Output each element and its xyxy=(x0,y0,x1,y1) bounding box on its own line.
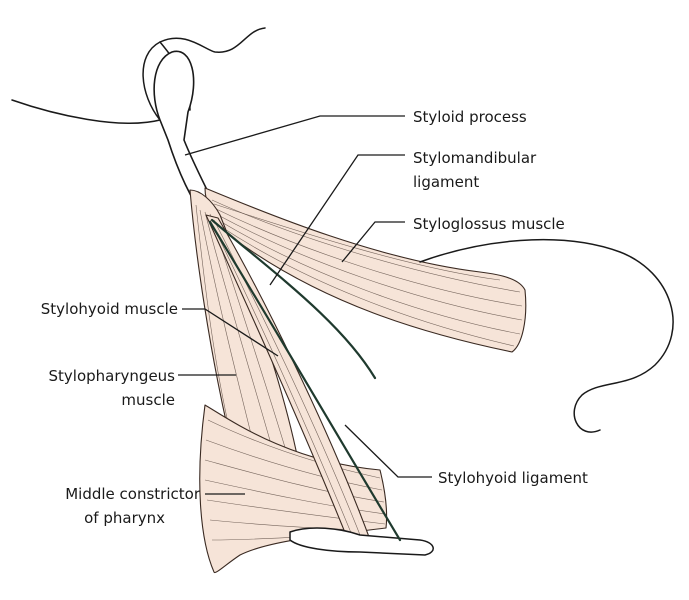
label-styloglossus: Styloglossus muscle xyxy=(413,215,565,233)
leader-stylohyoid-muscle xyxy=(182,308,279,357)
leader-styloid-process xyxy=(184,115,405,156)
hyoid-bone xyxy=(289,527,434,556)
skull-outline xyxy=(11,27,266,124)
label-stylomandibular-line1: Stylomandibular xyxy=(413,149,537,167)
leader-lines xyxy=(178,115,432,495)
leader-stylomandibular xyxy=(269,154,405,286)
label-stylopharyngeus-line2: muscle xyxy=(121,391,175,409)
label-middle-constrictor-line2: of pharynx xyxy=(84,509,165,527)
stylomandibular-ligament-shape xyxy=(210,218,377,380)
label-styloid-process: Styloid process xyxy=(413,108,527,126)
stylohyoid-ligament-shape xyxy=(208,220,402,542)
label-stylopharyngeus-line1: Stylopharyngeus xyxy=(49,367,176,385)
label-stylomandibular-line2: ligament xyxy=(413,173,479,191)
leader-styloglossus xyxy=(341,221,405,263)
label-stylohyoid-muscle: Stylohyoid muscle xyxy=(41,300,178,318)
label-stylohyoid-ligament: Stylohyoid ligament xyxy=(438,469,588,487)
leader-stylohyoid-ligament xyxy=(344,424,432,478)
label-middle-constrictor-line1: Middle constrictor xyxy=(65,485,201,503)
stylopharyngeus-muscle-shape xyxy=(189,189,301,471)
tongue-outline xyxy=(419,238,674,433)
